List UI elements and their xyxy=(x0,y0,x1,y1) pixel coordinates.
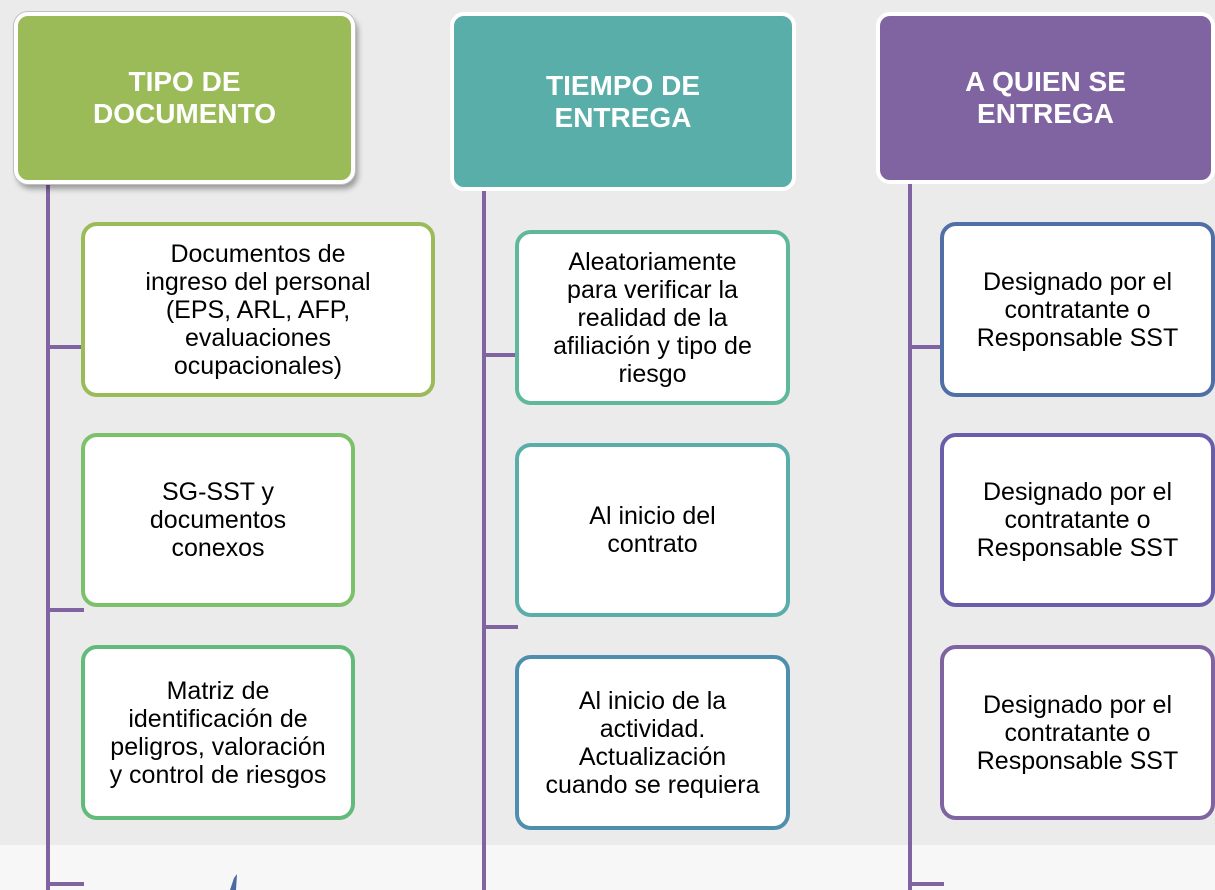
header-tipo-documento: TIPO DE DOCUMENTO xyxy=(14,12,355,184)
connector-trunk-3 xyxy=(908,184,912,890)
connector-branch xyxy=(908,882,944,886)
a-quien-entrega-box-1: Designado por el contratante o Responsab… xyxy=(940,222,1215,397)
tiempo-entrega-box-1: Aleatoriamente para verificar la realida… xyxy=(515,230,790,405)
tipo-documento-box-3: Matriz de identificación de peligros, va… xyxy=(81,645,355,820)
connector-branch xyxy=(482,353,518,357)
tiempo-entrega-box-2: Al inicio del contrato xyxy=(515,443,790,617)
tipo-documento-text-2: SG-SST y documentos conexos xyxy=(149,478,287,562)
header-tipo-documento-label: TIPO DE DOCUMENTO xyxy=(92,66,277,129)
a-quien-entrega-box-2: Designado por el contratante o Responsab… xyxy=(940,433,1215,607)
a-quien-entrega-text-1: Designado por el contratante o Responsab… xyxy=(976,267,1179,352)
header-a-quien-entrega: A QUIEN SE ENTREGA xyxy=(876,12,1215,184)
tiempo-entrega-text-3: Al inicio de la actividad. Actualización… xyxy=(545,686,760,799)
tipo-documento-box-2: SG-SST y documentos conexos xyxy=(81,433,355,607)
connector-branch xyxy=(46,345,84,349)
connector-trunk-1 xyxy=(46,184,50,890)
tipo-documento-text-1: Documentos de ingreso del personal (EPS,… xyxy=(145,239,371,380)
connector-branch xyxy=(46,608,84,612)
header-tiempo-entrega-label: TIEMPO DE ENTREGA xyxy=(545,69,700,133)
a-quien-entrega-text-2: Designado por el contratante o Responsab… xyxy=(976,478,1179,562)
tiempo-entrega-box-3: Al inicio de la actividad. Actualización… xyxy=(515,655,790,830)
connector-branch xyxy=(482,625,518,629)
tiempo-entrega-text-1: Aleatoriamente para verificar la realida… xyxy=(553,247,752,388)
a-quien-entrega-box-3: Designado por el contratante o Responsab… xyxy=(940,645,1215,820)
tipo-documento-box-1: Documentos de ingreso del personal (EPS,… xyxy=(81,222,435,397)
connector-branch xyxy=(908,345,944,349)
connector-trunk-2 xyxy=(482,191,486,890)
tipo-documento-text-3: Matriz de identificación de peligros, va… xyxy=(109,676,327,789)
connector-branch xyxy=(46,882,84,886)
bottom-band xyxy=(0,845,1215,890)
a-quien-entrega-text-3: Designado por el contratante o Responsab… xyxy=(976,690,1179,775)
decorative-mark-icon xyxy=(230,874,237,890)
header-tiempo-entrega: TIEMPO DE ENTREGA xyxy=(450,12,796,191)
tiempo-entrega-text-2: Al inicio del contrato xyxy=(589,502,716,558)
header-a-quien-entrega-label: A QUIEN SE ENTREGA xyxy=(965,66,1126,129)
